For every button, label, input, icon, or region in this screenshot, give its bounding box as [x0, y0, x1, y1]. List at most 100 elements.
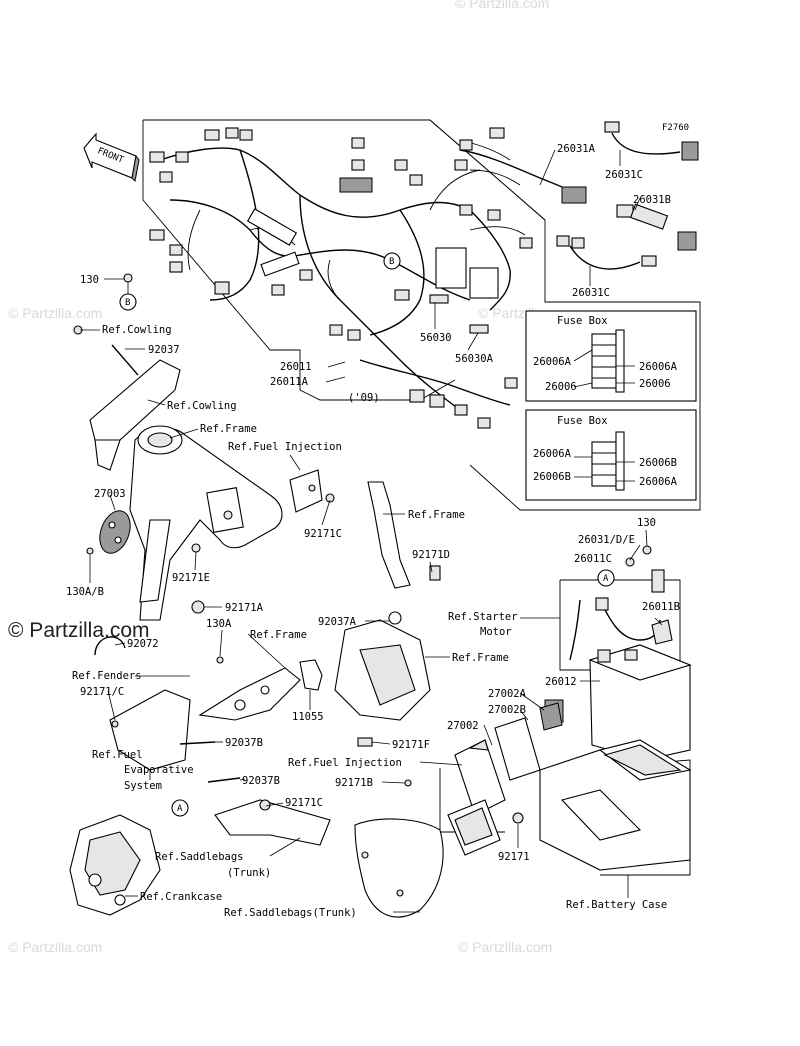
fender [109, 689, 191, 771]
bracket-11055 [216, 656, 323, 691]
label-56030a: 56030A [455, 353, 494, 365]
label-92072: 92072 [127, 638, 159, 650]
label-92171-c: 92171/C [80, 686, 124, 698]
fuse-box-label: Fuse Box [557, 315, 608, 327]
main-frame [129, 425, 283, 621]
label-92171d: 92171D [412, 549, 450, 561]
battery-case [539, 739, 692, 871]
callout-letter: A [177, 804, 183, 814]
label-92171c: 92171C [304, 528, 342, 540]
label-26031a: 26031A [557, 143, 596, 155]
label-ref-fuel-injection: Ref.Fuel Injection [228, 441, 342, 453]
label-92171f: 92171F [392, 739, 430, 751]
label-ref-frame: Ref.Frame [200, 423, 257, 435]
watermark-text: © Partzilla.com [8, 939, 102, 955]
label-26011b: 26011B [642, 601, 680, 613]
label-26006b: 26006B [639, 457, 677, 469]
crankcase-cover [69, 814, 161, 916]
sub-harness-26031c-top [604, 121, 699, 161]
ecu-27002 [454, 739, 506, 816]
label-92171b: 92171B [335, 777, 373, 789]
label-27002b: 27002B [488, 704, 526, 716]
label-92171a: 92171A [225, 602, 264, 614]
label-26006b: 26006B [533, 471, 571, 483]
label-26011: 26011 [280, 361, 312, 373]
label-26006a: 26006A [639, 361, 678, 373]
label-26031c: 26031C [605, 169, 643, 181]
label-26006a: 26006A [639, 476, 678, 488]
saddlebag-bracket [214, 799, 331, 846]
label-26006: 26006 [639, 378, 671, 390]
label-56030: 56030 [420, 332, 452, 344]
label-92037b: 92037B [225, 737, 263, 749]
label-11055: 11055 [292, 711, 324, 723]
label-26031b: 26031B [633, 194, 671, 206]
label-27002a: 27002A [488, 688, 527, 700]
relay-block [469, 267, 499, 299]
label-ref-fuel: Ref.Fuel [92, 749, 143, 761]
corrugated-tube [246, 208, 300, 277]
label-92037b: 92037B [242, 775, 280, 787]
label-ref-fenders: Ref.Fenders [72, 670, 142, 682]
callout-b-left: B [119, 273, 137, 311]
watermark-center: © Partzilla.com [8, 619, 150, 642]
label-130: 130 [637, 517, 656, 529]
battery [544, 644, 692, 761]
label-ref-frame: Ref.Frame [452, 652, 509, 664]
watermark-text: © Partzilla.com [455, 0, 549, 11]
callout-letter: B [125, 298, 130, 308]
starter-cable [569, 545, 673, 661]
frame-bracket-92171d [367, 481, 441, 589]
cowling-bracket [73, 325, 181, 471]
fuel-injection-bracket [289, 469, 335, 513]
part-labels: 26031A 26031C 26031B 26031C 130 56030 56… [66, 143, 680, 919]
label-92171c: 92171C [285, 797, 323, 809]
module-27002b [494, 717, 541, 781]
label-motor: Motor [480, 626, 512, 638]
cable-ties-92037b [179, 741, 241, 783]
saddlebag-panel [354, 818, 444, 918]
label-92037a: 92037A [318, 616, 357, 628]
callout-b-harness: B [383, 252, 401, 270]
label-26011a: 26011A [270, 376, 309, 388]
figure-code: F2760 [662, 123, 689, 133]
fender-bracket [198, 667, 301, 721]
label-ref-starter: Ref.Starter [448, 611, 518, 623]
label-27003: 27003 [94, 488, 126, 500]
label-ref-cowling: Ref.Cowling [102, 324, 172, 336]
label-ref-battery-case: Ref.Battery Case [566, 899, 667, 911]
label-92037: 92037 [148, 344, 180, 356]
relay-bracket-27003 [86, 510, 131, 555]
label-ref-saddlebags: Ref.Saddlebags [155, 851, 244, 863]
ecu-holder [404, 779, 524, 856]
label-evaporative: Evaporative [124, 764, 194, 776]
label-ref-crankcase: Ref.Crankcase [140, 891, 222, 903]
label-ref-frame: Ref.Frame [250, 629, 307, 641]
label-trunk: (Trunk) [227, 867, 271, 879]
label-ref-saddlebags-trunk: Ref.Saddlebags(Trunk) [224, 907, 357, 919]
label-130: 130 [80, 274, 99, 286]
watermark-text: © Partzilla.com [8, 305, 102, 321]
fuse-box-2: Fuse Box [525, 409, 697, 501]
label-26006a: 26006A [533, 356, 572, 368]
label-27002: 27002 [447, 720, 479, 732]
watermark-text: © Partzilla.com [458, 939, 552, 955]
callout-letter: B [389, 257, 394, 267]
sub-harness-26031a [454, 127, 587, 204]
label-92171: 92171 [498, 851, 530, 863]
center-bracket [334, 611, 431, 747]
label-ref-fuel-injection: Ref.Fuel Injection [288, 757, 402, 769]
label-130a-b: 130A/B [66, 586, 104, 598]
relay-block [435, 247, 467, 289]
label-26031c: 26031C [572, 287, 610, 299]
callout-letter: A [603, 574, 609, 584]
main-wiring-harness [149, 127, 533, 429]
label-130a: 130A [206, 618, 232, 630]
module-27002a [539, 702, 563, 731]
callout-a-right: A [597, 569, 615, 587]
front-arrow: FRONT [83, 132, 140, 183]
sub-harness-26031b [616, 203, 697, 251]
label-26012: 26012 [545, 676, 577, 688]
label-ref-frame: Ref.Frame [408, 509, 465, 521]
